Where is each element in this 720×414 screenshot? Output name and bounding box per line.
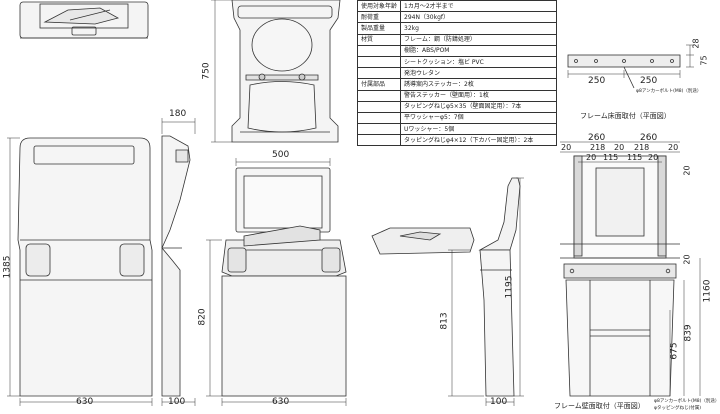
note-tapping: φタッピングねじ(付属) bbox=[654, 406, 701, 411]
dim-label-813: 813 bbox=[439, 312, 450, 330]
dim-label-right-20: 20 bbox=[682, 165, 692, 176]
spec-value: タッピングねじφ5×35（壁面固定用）：7本 bbox=[400, 100, 557, 113]
dim-630-left bbox=[19, 398, 153, 406]
spec-key bbox=[356, 134, 402, 147]
dim-label-250-left: 250 bbox=[588, 76, 606, 86]
dim-label-750: 750 bbox=[201, 62, 212, 80]
spec-row: シートクッション：塩ビ PVC bbox=[356, 55, 557, 69]
dim-820 bbox=[206, 239, 222, 397]
spec-key bbox=[356, 123, 402, 136]
dim-label-630-left: 630 bbox=[76, 397, 94, 407]
spec-value: 発泡ウレタン bbox=[400, 67, 557, 80]
dim-180 bbox=[161, 118, 196, 134]
dim-1195 bbox=[514, 177, 524, 397]
spec-value: 警告ステッカー（壁面用）：1枚 bbox=[400, 89, 557, 102]
dim-1385 bbox=[7, 137, 20, 397]
caption-frame-wall: フレーム壁面取付（平面図） bbox=[554, 402, 645, 410]
spec-key bbox=[356, 44, 402, 57]
dim-label-100-left: 100 bbox=[168, 397, 186, 407]
spec-key: 耐荷重 bbox=[356, 11, 402, 24]
dim-label-1195: 1195 bbox=[504, 275, 515, 299]
spec-row: タッピングねじφ4×12（下カバー固定用）：2本 bbox=[356, 134, 557, 147]
spec-value: タッピングねじφ4×12（下カバー固定用）：2本 bbox=[400, 134, 557, 147]
bracket-plan bbox=[567, 54, 681, 89]
spec-value: Uワッシャー：5個 bbox=[400, 123, 557, 136]
spec-key bbox=[356, 89, 402, 102]
frame-wall bbox=[560, 155, 680, 397]
spec-key bbox=[356, 111, 402, 125]
dim-label-115-right: 115 bbox=[627, 153, 643, 162]
spec-value: 平ワッシャーφ5：7個 bbox=[400, 111, 557, 125]
dim-label-820: 820 bbox=[197, 308, 208, 326]
spec-key: 材質 bbox=[356, 33, 402, 46]
spec-row: タッピングねじφ5×35（壁面固定用）：7本 bbox=[356, 100, 557, 113]
spec-row: 材質フレーム：鋼（防錆処理） bbox=[356, 33, 557, 46]
dim-label-28: 28 bbox=[691, 38, 701, 49]
dim-label-218-right: 218 bbox=[634, 143, 650, 152]
dim-813 bbox=[448, 249, 484, 397]
side-view-folded bbox=[161, 135, 191, 397]
note-anchor-bottom: φ8アンカーボルト(M8)（別途） bbox=[654, 399, 720, 404]
dim-750 bbox=[211, 0, 232, 143]
spec-key: 付属部品 bbox=[356, 78, 402, 91]
top-view-small bbox=[19, 1, 149, 39]
dim-label-bottom-20: 20 bbox=[682, 254, 692, 265]
spec-row: 警告ステッカー（壁面用）：1枚 bbox=[356, 89, 557, 102]
spec-value: 32kg bbox=[400, 22, 557, 35]
dim-label-675: 675 bbox=[669, 342, 680, 360]
dim-label-100-right: 100 bbox=[490, 397, 508, 407]
dim-500 bbox=[235, 158, 331, 166]
dim-label-20-c: 20 bbox=[668, 143, 679, 152]
dim-label-20-e: 20 bbox=[648, 153, 659, 162]
dim-label-20-d: 20 bbox=[586, 153, 597, 162]
spec-value: シートクッション：塩ビ PVC bbox=[400, 55, 557, 69]
dim-label-20-b: 20 bbox=[614, 143, 625, 152]
spec-key bbox=[356, 100, 402, 113]
top-view-seat bbox=[231, 0, 341, 143]
dim-label-250-right: 250 bbox=[640, 76, 658, 86]
dim-label-260-left: 260 bbox=[588, 133, 606, 143]
spec-row: 平ワッシャーφ5：7個 bbox=[356, 111, 557, 125]
side-view-open bbox=[371, 177, 521, 397]
dim-label-180: 180 bbox=[169, 109, 187, 119]
dim-label-839: 839 bbox=[683, 324, 694, 342]
spec-value: フレーム：鋼（防錆処理） bbox=[400, 33, 557, 46]
front-view-left bbox=[17, 137, 153, 397]
dim-frame bbox=[560, 141, 701, 396]
dim-label-20-a: 20 bbox=[561, 143, 572, 152]
spec-key bbox=[356, 55, 402, 69]
spec-key bbox=[356, 67, 402, 80]
dim-bracket bbox=[567, 44, 694, 78]
spec-value: 294N（30kgf） bbox=[400, 11, 557, 24]
spec-row: Uワッシャー：5個 bbox=[356, 123, 557, 136]
spec-row: 発泡ウレタン bbox=[356, 67, 557, 80]
spec-key: 使用対象年齢 bbox=[356, 0, 402, 13]
dim-label-115-left: 115 bbox=[603, 153, 619, 162]
dim-label-500: 500 bbox=[272, 150, 290, 160]
front-view-open bbox=[221, 167, 347, 397]
note-anchor: φ8アンカーボルト(M8)（別途） bbox=[636, 89, 702, 94]
dim-label-260-right: 260 bbox=[640, 133, 658, 143]
caption-bracket: フレーム床面取付（平面図） bbox=[580, 112, 671, 120]
dim-100-left bbox=[161, 398, 196, 406]
dim-label-218-left: 218 bbox=[590, 143, 606, 152]
dim-100-right bbox=[485, 398, 515, 406]
dim-label-630-front: 630 bbox=[272, 397, 290, 407]
spec-value: 樹脂：ABS/POM bbox=[400, 44, 557, 57]
spec-row: 付属部品誘導案内ステッカー：2枚 bbox=[356, 78, 557, 91]
spec-value: 誘導案内ステッカー：2枚 bbox=[400, 78, 557, 91]
dim-630-front bbox=[221, 398, 347, 406]
dim-label-75: 75 bbox=[699, 55, 709, 66]
dim-label-1385: 1385 bbox=[2, 255, 13, 279]
dim-label-1160: 1160 bbox=[702, 279, 713, 303]
spec-row: 樹脂：ABS/POM bbox=[356, 44, 557, 57]
spec-value: 1カ月〜2才半まで bbox=[400, 0, 557, 13]
spec-key: 製品重量 bbox=[356, 22, 402, 35]
